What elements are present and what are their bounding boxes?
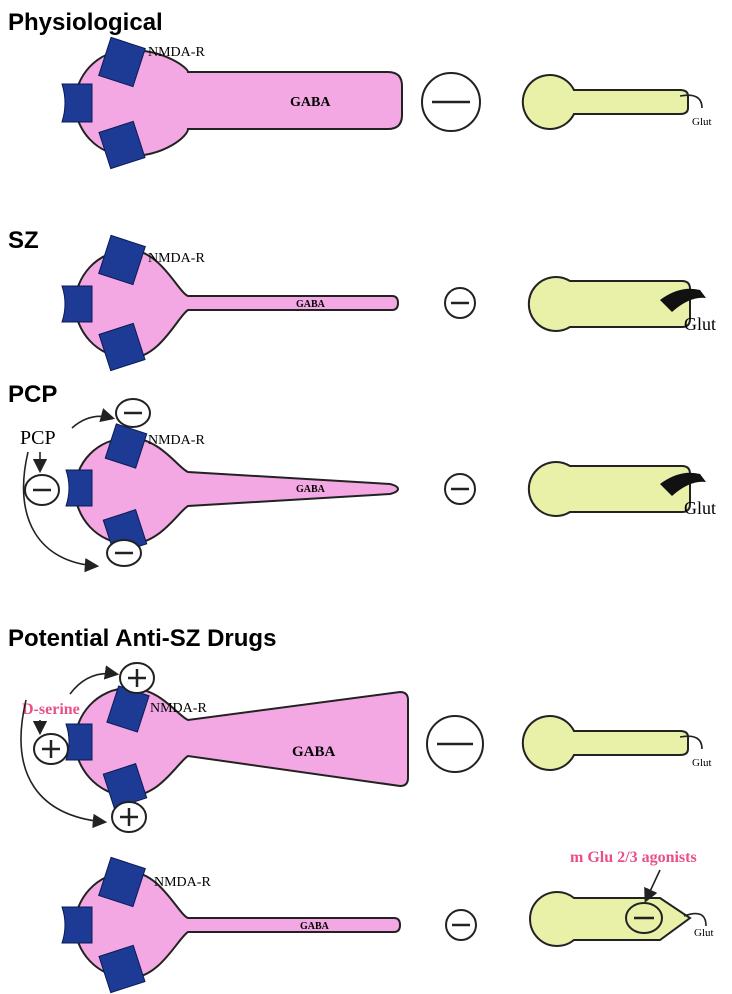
glut-release-arrow xyxy=(679,94,703,109)
panel-anti-sz-drugs: Potential Anti-SZ Drugs NMDA-R GABA D-se… xyxy=(8,625,714,994)
minus-sign-small xyxy=(445,909,477,941)
nmda-r-label: NMDA-R xyxy=(148,251,205,266)
mglu-presynaptic-inhibition xyxy=(625,902,663,934)
pcp-arrow-bottom xyxy=(22,451,100,573)
section-title-pcp: PCP xyxy=(8,381,57,408)
glut-release-arrow xyxy=(683,912,707,927)
nmda-receptor-left xyxy=(61,83,93,123)
nmda-r-label: NMDA-R xyxy=(148,433,205,448)
glutamate-neuron xyxy=(527,461,691,517)
dserine-agonist-left xyxy=(33,733,69,765)
nmda-receptor-bottom xyxy=(98,944,146,994)
nmda-receptor-top xyxy=(104,423,148,469)
glutamate-neuron xyxy=(527,276,691,332)
nmda-r-label: NMDA-R xyxy=(150,701,207,716)
glutamate-neuron xyxy=(529,891,692,947)
row-dserine: NMDA-R GABA D-serine xyxy=(20,662,712,833)
dserine-drug-label: D-serine xyxy=(22,701,80,718)
glut-release-arrow-thick xyxy=(660,472,706,496)
nmda-receptor-top xyxy=(98,36,146,88)
minus-sign-large xyxy=(421,72,481,132)
nmda-receptor-left xyxy=(61,285,93,323)
panel-physiological: Physiological NMDA-R GABA Glut xyxy=(8,9,712,170)
minus-sign-small xyxy=(444,473,476,505)
mglu-drug-label: m Glu 2/3 agonists xyxy=(570,849,697,866)
nmda-receptor-left xyxy=(65,723,93,761)
nmda-receptor-bottom xyxy=(98,120,146,170)
panel-pcp: PCP NMDA-R GABA PCP xyxy=(8,381,716,573)
mglu-arrow xyxy=(644,869,661,903)
nmda-receptor-top xyxy=(98,856,146,908)
nmda-r-label: NMDA-R xyxy=(148,45,205,60)
dserine-agonist-top xyxy=(119,662,155,694)
nmda-receptor-left xyxy=(65,469,93,507)
gaba-label: GABA xyxy=(300,921,330,932)
nmda-r-label: NMDA-R xyxy=(154,875,211,890)
section-title-sz: SZ xyxy=(8,227,39,254)
minus-sign-small xyxy=(444,287,476,319)
glut-label: Glut xyxy=(692,116,712,128)
pcp-blocker-bottom xyxy=(106,539,142,567)
pcp-blocker-top xyxy=(115,398,151,428)
dserine-arrow-bottom xyxy=(20,699,108,829)
gaba-label: GABA xyxy=(292,744,336,760)
glut-label: Glut xyxy=(692,757,712,769)
glutamate-neuron xyxy=(521,74,689,130)
minus-sign-large xyxy=(426,715,484,773)
nmda-receptor-bottom xyxy=(98,322,146,372)
section-title-drugs: Potential Anti-SZ Drugs xyxy=(8,625,276,652)
nmda-receptor-left xyxy=(61,906,93,944)
pcp-drug-label: PCP xyxy=(20,427,56,449)
gaba-label: GABA xyxy=(296,299,326,310)
section-title-physiological: Physiological xyxy=(8,9,163,36)
glut-label: Glut xyxy=(694,927,714,939)
row-mglu: NMDA-R GABA Glut m Glu 2/3 agonists xyxy=(61,849,714,994)
glut-release-arrow-thick xyxy=(660,288,706,312)
dserine-agonist-bottom xyxy=(111,801,147,833)
dserine-arrow-top xyxy=(69,665,120,695)
panel-sz: SZ NMDA-R GABA Glut xyxy=(8,227,716,372)
gaba-label: GABA xyxy=(290,95,331,110)
pcp-arrow-top xyxy=(71,408,116,429)
gaba-label: GABA xyxy=(296,484,326,495)
glut-label: Glut xyxy=(684,314,716,334)
pcp-blocker-left xyxy=(24,474,60,506)
nmda-receptor-top xyxy=(98,234,146,286)
glut-release-arrow xyxy=(679,735,703,750)
glut-label: Glut xyxy=(684,498,716,518)
glutamate-neuron xyxy=(521,715,689,771)
